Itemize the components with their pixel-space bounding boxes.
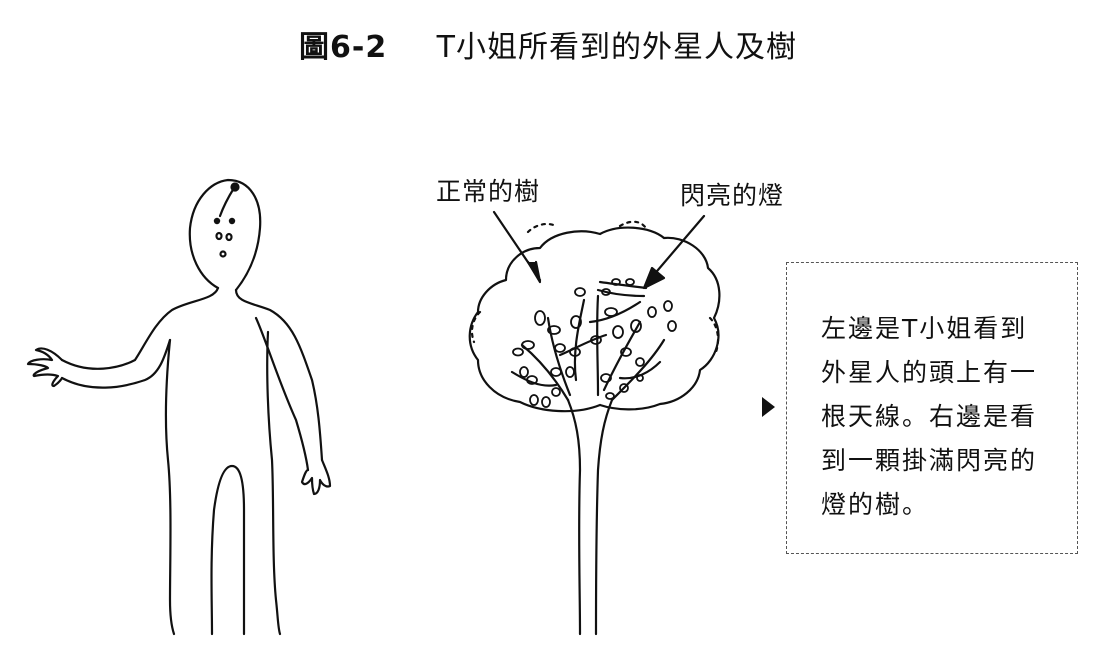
alien-right-arm-inner: [254, 316, 310, 472]
alien-antenna: [218, 186, 236, 218]
alien-eye-right: [228, 217, 236, 225]
alien-figure: [26, 178, 332, 636]
tree-branch-3: [573, 298, 586, 382]
alien-head: [188, 178, 262, 292]
tree-canopy-extra: [470, 220, 720, 354]
caption-text: 左邊是T小姐看到外星人的頭上有一根天線。右邊是看到一顆掛滿閃亮的燈的樹。: [821, 314, 1038, 519]
tree-branch-10: [588, 300, 642, 324]
tree-branch-8: [618, 360, 662, 380]
arrow-lights-head: [642, 266, 666, 290]
tree-canopy: [468, 226, 721, 413]
tree-branch-4: [596, 294, 600, 397]
tree-branch-2: [546, 316, 572, 397]
label-normal-tree: 正常的樹: [436, 177, 541, 206]
alien-antenna-tip: [230, 182, 240, 192]
arrow-normal-tree-head: [526, 260, 542, 284]
alien-nose2: [225, 232, 233, 242]
figure-title: 圖6-2 T小姐所看到的外星人及樹: [0, 22, 1096, 66]
figure-title-text: T小姐所看到的外星人及樹: [436, 30, 797, 65]
alien-torso-right: [266, 330, 282, 636]
alien-torso-left: [164, 338, 176, 636]
alien-legs-split: [210, 464, 246, 636]
figure-number: 圖6-2: [299, 30, 388, 65]
alien-neck-left: [60, 286, 220, 370]
tree-branch-6: [610, 338, 666, 402]
tree-ornaments: [512, 278, 677, 408]
alien-eye-left: [213, 217, 221, 225]
alien-nose: [215, 231, 223, 241]
alien-right-hand: [300, 458, 332, 496]
tree-branch-9: [558, 333, 608, 357]
alien-neck-right: [234, 288, 324, 462]
caption-pointer-icon: [762, 397, 775, 417]
tree-trunk-left: [566, 398, 582, 636]
tree-trunk-right: [594, 398, 614, 636]
alien-mouth: [219, 250, 227, 258]
caption-box: 左邊是T小姐看到外星人的頭上有一根天線。右邊是看到一顆掛滿閃亮的燈的樹。: [786, 262, 1078, 554]
tree-branch-7: [510, 370, 558, 387]
alien-left-hand: [26, 347, 64, 388]
tree-drawing: [468, 210, 721, 636]
label-shining-lights: 閃亮的燈: [680, 181, 785, 210]
alien-left-arm-under: [60, 338, 172, 389]
